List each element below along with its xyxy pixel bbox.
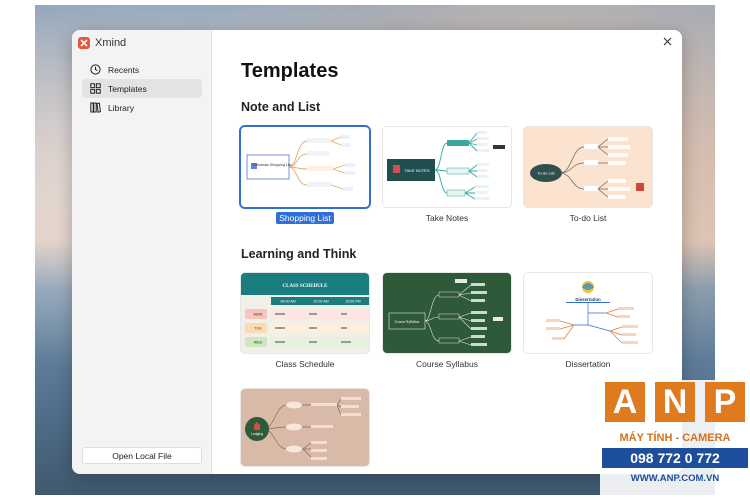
- todo-center-text: To-do List: [537, 171, 555, 176]
- open-local-file-button[interactable]: Open Local File: [82, 447, 202, 464]
- sidebar-item-label: Templates: [108, 83, 147, 94]
- template-card-take-notes[interactable]: TAKE NOTES: [383, 127, 511, 207]
- anp-letter-a: A: [605, 382, 645, 422]
- template-label-take-notes[interactable]: Take Notes: [425, 213, 469, 223]
- template-card-course-syllabus[interactable]: Course Syllabus: [383, 273, 511, 353]
- app-brand: Xmind: [78, 37, 126, 49]
- template-card-shopping-list[interactable]: Christmas Shopping List: [241, 127, 369, 207]
- schedule-time-3: 15:00 PM: [345, 300, 360, 304]
- template-label-course-syllabus[interactable]: Course Syllabus: [416, 359, 478, 369]
- sidebar-item-templates[interactable]: Templates: [82, 79, 202, 98]
- class-schedule-title: CLASS SCHEDULE: [283, 284, 329, 289]
- anp-letter-n: N: [655, 382, 695, 422]
- sidebar-nav: Recents Templates Library: [82, 60, 202, 117]
- take-notes-center-text: TAKE NOTES: [404, 168, 429, 173]
- take-notes-thumbnail: TAKE NOTES: [383, 127, 511, 207]
- close-button[interactable]: [661, 35, 673, 47]
- class-schedule-thumbnail: CLASS SCHEDULE 08:00 AM 10:00 AM 15:00 P…: [241, 273, 369, 353]
- anp-phone: 098 772 0 772: [602, 448, 748, 468]
- dissertation-thumbnail: Dissertation: [524, 273, 652, 353]
- close-icon: [663, 37, 671, 45]
- template-card-lodging[interactable]: Lodging: [241, 389, 369, 466]
- app-title: Xmind: [95, 37, 127, 49]
- dissertation-center-text: Dissertation: [575, 297, 601, 302]
- sidebar: Xmind Recents Templates Library: [72, 30, 212, 474]
- shopping-center-text: Christmas Shopping List: [253, 163, 292, 167]
- template-label-todo-list[interactable]: To-do List: [569, 213, 607, 223]
- lodging-center-text: Lodging: [251, 432, 263, 436]
- template-card-class-schedule[interactable]: CLASS SCHEDULE 08:00 AM 10:00 AM 15:00 P…: [241, 273, 369, 353]
- template-card-dissertation[interactable]: Dissertation: [524, 273, 652, 353]
- sidebar-item-label: Recents: [108, 64, 140, 75]
- sidebar-item-recents[interactable]: Recents: [82, 60, 202, 79]
- page-margin-right: [715, 0, 750, 380]
- anp-subtitle: MÁY TÍNH - CAMERA: [619, 432, 731, 444]
- xmind-logo-icon: [78, 37, 90, 49]
- clock-icon: [90, 64, 101, 75]
- section-title-note-and-list: Note and List: [241, 100, 321, 114]
- house-icon: [254, 422, 260, 430]
- todo-list-thumbnail: To-do List: [524, 127, 652, 207]
- template-label-shopping-list[interactable]: Shopping List: [241, 212, 369, 224]
- template-label-dissertation[interactable]: Dissertation: [565, 359, 611, 369]
- grid-icon: [90, 83, 101, 94]
- lodging-thumbnail: Lodging: [241, 389, 369, 466]
- section-title-learning-and-think: Learning and Think: [241, 247, 357, 261]
- course-center-text: Course Syllabus: [395, 320, 420, 324]
- anp-letter-p: P: [705, 382, 745, 422]
- schedule-time-1: 08:00 AM: [280, 300, 295, 304]
- template-card-todo-list[interactable]: To-do List: [524, 127, 652, 207]
- page-margin-left: [0, 0, 35, 500]
- page-title: Templates: [241, 60, 339, 82]
- course-syllabus-thumbnail: Course Syllabus: [383, 273, 511, 353]
- shopping-list-thumbnail: Christmas Shopping List: [241, 127, 369, 207]
- schedule-day-3: WED: [254, 341, 263, 345]
- shopping-cart-icon: [251, 163, 257, 169]
- sidebar-item-label: Library: [108, 102, 134, 113]
- notebook-icon: [393, 165, 400, 173]
- template-label-class-schedule[interactable]: Class Schedule: [275, 359, 335, 369]
- anp-logo: A N P: [600, 380, 750, 424]
- todo-badge-icon: [636, 183, 644, 191]
- main-content: Templates Note and List Christmas Shoppi…: [212, 30, 682, 474]
- templates-window: Xmind Recents Templates Library: [72, 30, 682, 474]
- anp-watermark: A N P MÁY TÍNH - CAMERA 098 772 0 772 WW…: [600, 380, 750, 500]
- schedule-day-1: MON: [254, 313, 263, 317]
- schedule-time-2: 10:00 AM: [313, 300, 328, 304]
- sidebar-item-library[interactable]: Library: [82, 98, 202, 117]
- books-icon: [90, 102, 101, 113]
- anp-url: WWW.ANP.COM.VN: [630, 473, 720, 484]
- schedule-day-2: TUE: [254, 327, 262, 331]
